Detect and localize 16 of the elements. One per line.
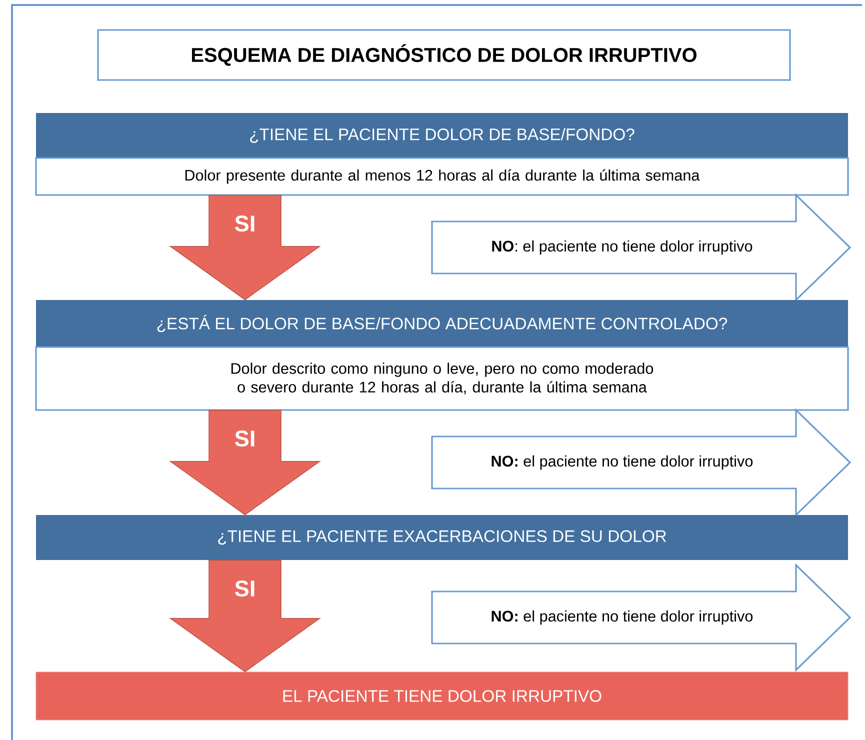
block-arrow — [169, 410, 321, 516]
result-box: EL PACIENTE TIENE DOLOR IRRUPTIVO — [36, 672, 848, 720]
question-box: ¿ESTÁ EL DOLOR DE BASE/FONDO ADECUADAMENTE CONTROLADO? Dolor descrito como ninguno o leve, pero no como moderado o severo durante 12 horas al día, durante la última semana — [35, 300, 849, 411]
title-box: ESQUEMA DE DIAGNÓSTICO DE DOLOR IRRUPTIVO — [97, 29, 791, 81]
block-arrow-box: NO: el paciente no tiene dolor irruptivo — [431, 563, 852, 672]
block-arrow — [169, 194, 321, 300]
block-arrow-box: NO: el paciente no tiene dolor irruptivo — [431, 408, 852, 517]
edge-label: SI — [232, 214, 258, 233]
question-box: ¿TIENE EL PACIENTE DOLOR DE BASE/FONDO? Dolor presente durante al menos 12 horas al día durante la última semana — [35, 113, 849, 196]
edge-label: SI — [232, 429, 258, 448]
block-arrow-box: NO: el paciente no tiene dolor irruptivo — [431, 193, 852, 302]
node-label: ¿ESTÁ EL DOLOR DE BASE/FONDO ADECUADAMENTE CONTROLADO? — [157, 314, 728, 332]
node-label: Dolor presente durante al menos 12 horas al día durante la última semana — [185, 169, 700, 184]
block-arrow — [169, 560, 321, 672]
question-box: ¿TIENE EL PACIENTE EXACERBACIONES DE SU DOLOR — [36, 515, 848, 560]
edge-label: SI — [232, 579, 258, 598]
